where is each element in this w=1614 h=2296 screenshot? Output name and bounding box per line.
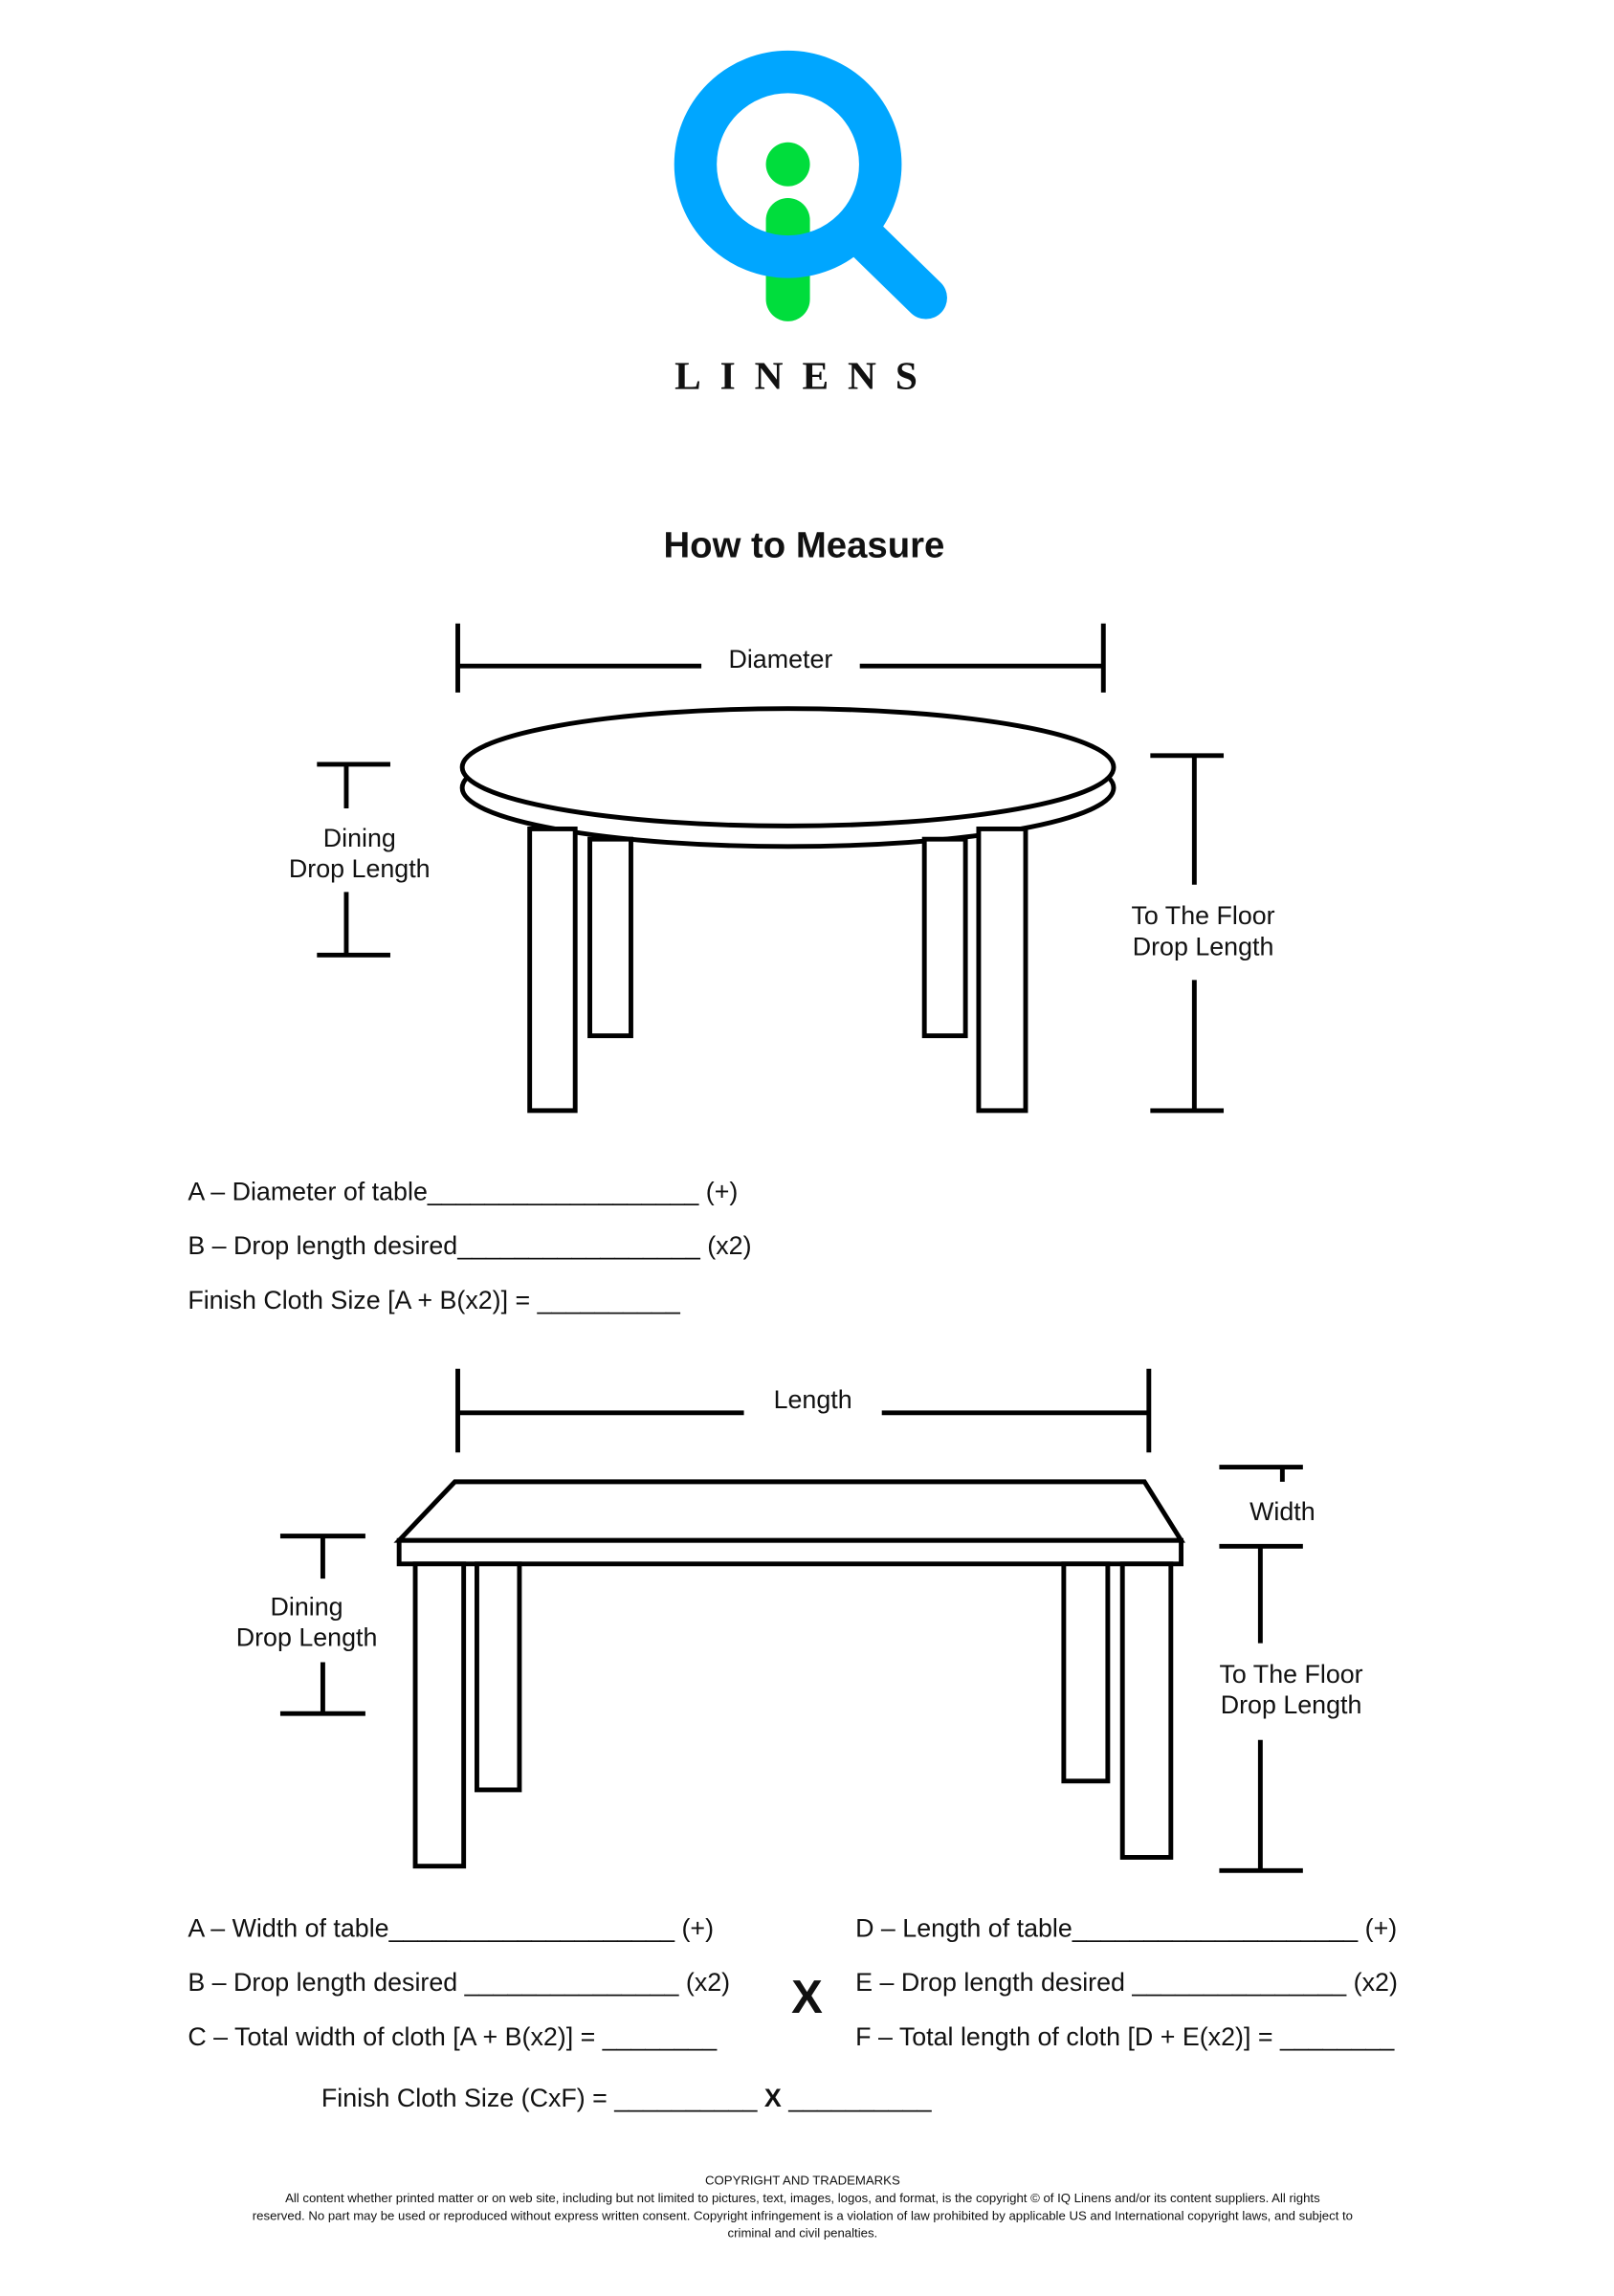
logo-wordmark: LINENS xyxy=(674,353,937,397)
width-label: Width xyxy=(1249,1497,1316,1526)
floor-drop-label: To The Floor xyxy=(1220,1660,1363,1689)
table-leg xyxy=(527,827,578,1114)
page-title: How to Measure xyxy=(663,525,944,566)
form-line-f: F – Total length of cloth [D + E(x2)] = … xyxy=(855,2022,1395,2051)
finish-multiply: X xyxy=(764,2084,782,2112)
table-leg xyxy=(921,836,968,1039)
iq-linens-logo: LINENS xyxy=(674,50,947,397)
round-table-diagram: Diameter Dining Drop Length To The Floor… xyxy=(289,623,1275,1114)
copyright-footer: COPYRIGHT AND TRADEMARKS All content whe… xyxy=(253,2173,1353,2240)
rect-table-diagram: Length Width To The Floor Drop Length Di… xyxy=(236,1368,1363,1873)
dining-drop-label: Drop Length xyxy=(289,854,431,883)
dining-drop-label: Drop Length xyxy=(236,1623,378,1652)
finish-suffix: __________ xyxy=(782,2084,933,2112)
footer-line: All content whether printed matter or on… xyxy=(285,2191,1320,2205)
finish-prefix: Finish Cloth Size (CxF) = __________ xyxy=(321,2084,764,2112)
floor-drop-dimension xyxy=(1150,753,1225,1114)
round-table-top xyxy=(459,706,1117,828)
form-line-b: B – Drop length desired _______________ … xyxy=(188,1968,730,1997)
length-label: Length xyxy=(774,1385,852,1414)
table-leg xyxy=(474,1561,522,1793)
width-floor-dimension xyxy=(1219,1465,1303,1873)
footer-heading: COPYRIGHT AND TRADEMARKS xyxy=(705,2173,900,2187)
form-line-e: E – Drop length desired _______________ … xyxy=(855,1968,1398,1997)
floor-drop-label: Drop Length xyxy=(1133,932,1274,960)
footer-line: criminal and civil penalties. xyxy=(728,2226,878,2241)
dining-drop-dimension xyxy=(279,1534,365,1716)
table-leg xyxy=(976,827,1028,1114)
table-leg xyxy=(1061,1561,1111,1784)
form-line-b: B – Drop length desired_________________… xyxy=(188,1231,751,1260)
rect-table-form: A – Width of table____________________ (… xyxy=(188,1913,1398,2112)
dining-drop-dimension xyxy=(317,762,390,958)
table-top-edge xyxy=(396,1537,1184,1567)
logo-i-dot xyxy=(765,142,810,187)
length-dimension-line xyxy=(455,1368,1152,1453)
dining-drop-label: Dining xyxy=(271,1592,343,1621)
form-line-c: C – Total width of cloth [A + B(x2)] = _… xyxy=(188,2022,718,2051)
finish-size-line: Finish Cloth Size (CxF) = __________ X _… xyxy=(321,2084,933,2112)
rect-table-top xyxy=(393,1479,1185,1543)
dining-drop-label: Dining xyxy=(323,824,396,852)
footer-line: reserved. No part may be used or reprodu… xyxy=(253,2208,1353,2222)
multiply-sign: X xyxy=(791,1972,823,2023)
logo-magnifier-ring xyxy=(674,50,902,278)
table-leg xyxy=(587,836,633,1039)
form-line-a: A – Diameter of table___________________… xyxy=(188,1177,738,1205)
diameter-label: Diameter xyxy=(728,645,832,673)
finish-size-line: Finish Cloth Size [A + B(x2)] = ________… xyxy=(188,1286,681,1314)
diameter-dimension-line xyxy=(455,623,1106,693)
logo-magnifier-handle xyxy=(844,217,947,320)
floor-drop-label: To The Floor xyxy=(1132,901,1275,930)
floor-drop-label: Drop Length xyxy=(1221,1690,1362,1719)
table-leg xyxy=(1119,1561,1174,1860)
form-line-d: D – Length of table____________________ … xyxy=(855,1913,1397,1942)
form-line-a: A – Width of table____________________ (… xyxy=(188,1913,714,1942)
table-leg xyxy=(412,1561,467,1869)
round-table-form: A – Diameter of table___________________… xyxy=(188,1177,751,1314)
